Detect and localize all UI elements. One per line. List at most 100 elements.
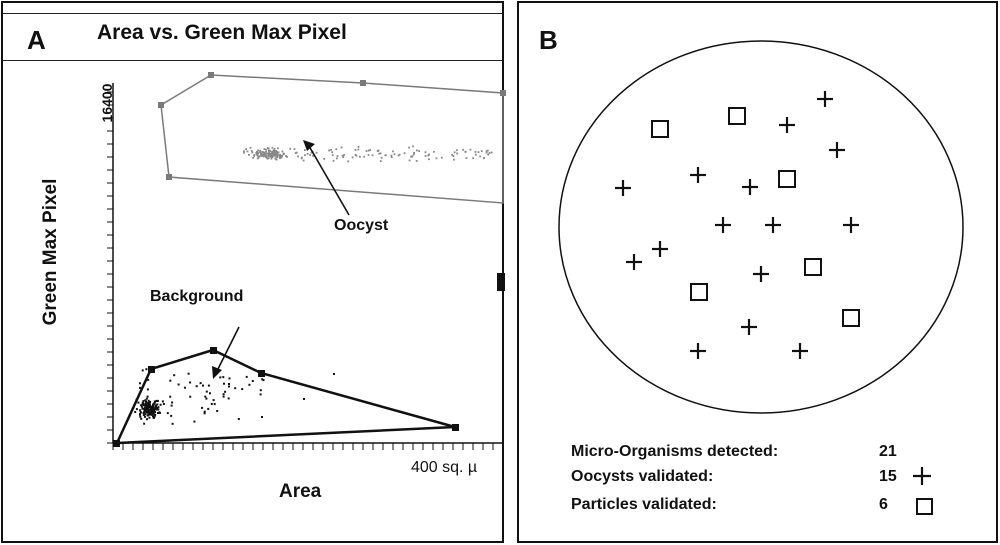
oocyst-point <box>263 148 266 150</box>
background-point <box>203 410 206 413</box>
oocyst-point <box>271 151 273 154</box>
background-point <box>141 369 144 372</box>
oocyst-point <box>390 156 393 159</box>
oocyst-point <box>265 156 268 159</box>
background-point <box>142 400 145 403</box>
oocyst-plus-marker <box>626 254 642 270</box>
oocyst-plus-marker <box>690 343 706 359</box>
oocyst-point <box>397 154 400 157</box>
background-point <box>262 379 265 382</box>
background-point <box>202 384 204 387</box>
oocyst-point <box>371 154 374 157</box>
oocyst-point <box>354 153 357 156</box>
oocyst-point <box>462 148 464 151</box>
background-point <box>248 383 251 386</box>
oocyst-point <box>271 146 274 149</box>
oocyst-point <box>246 150 249 153</box>
background-point <box>150 413 153 416</box>
oocyst-plus-marker <box>753 266 769 282</box>
y-axis-ticks <box>107 91 113 444</box>
particle-square-marker <box>778 170 796 188</box>
oocyst-point <box>282 153 285 156</box>
oocyst-point <box>250 150 253 152</box>
oocyst-point <box>281 150 284 153</box>
background-point <box>259 389 262 392</box>
background-point <box>219 376 222 379</box>
oocyst-plus-marker <box>741 319 757 335</box>
oocyst-point <box>273 153 276 156</box>
oocyst-point <box>268 152 271 155</box>
oocyst-point <box>297 155 299 158</box>
oocyst-plus-marker <box>829 142 845 158</box>
background-point <box>149 409 152 412</box>
background-point <box>154 411 157 414</box>
gate-handle <box>148 366 155 373</box>
x-axis-label: Area <box>279 481 322 502</box>
background-point <box>149 400 152 403</box>
oocyst-point <box>392 150 394 153</box>
background-point <box>144 404 147 406</box>
oocyst-point <box>293 148 296 150</box>
background-point <box>147 399 150 402</box>
background-point <box>171 401 174 404</box>
background-point <box>147 378 150 381</box>
background-point <box>261 378 264 381</box>
background-point <box>140 404 143 407</box>
background-point <box>234 387 237 390</box>
oocyst-point <box>428 158 430 161</box>
background-point <box>152 412 155 415</box>
oocyst-point <box>474 151 477 153</box>
background-point <box>161 400 164 403</box>
gate-handle <box>452 424 459 431</box>
background-point <box>144 406 146 409</box>
oocyst-point <box>488 152 491 154</box>
oocyst-point <box>271 152 273 155</box>
oocyst-point <box>268 151 271 154</box>
oocyst-point <box>248 154 250 156</box>
background-point <box>148 411 151 414</box>
oocyst-point <box>336 155 339 157</box>
background-point <box>135 408 138 411</box>
background-point <box>142 404 145 407</box>
oocyst-point <box>357 146 360 148</box>
background-point <box>155 400 158 402</box>
oocyst-point <box>285 155 287 157</box>
background-point <box>147 404 150 407</box>
background-point <box>148 406 151 409</box>
oocyst-point <box>276 152 279 154</box>
oocyst-point <box>412 153 415 156</box>
background-point <box>157 412 159 414</box>
background-point <box>204 395 207 398</box>
background-point <box>146 414 149 417</box>
oocyst-point <box>453 158 455 161</box>
particle-square-marker <box>651 120 669 138</box>
background-point <box>144 415 146 418</box>
oocyst-markers <box>615 91 859 359</box>
oocyst-point <box>485 151 488 154</box>
oocyst-arrowhead <box>303 140 315 151</box>
oocyst-point <box>277 154 280 156</box>
background-point <box>216 410 219 412</box>
particle-square-marker <box>842 309 860 327</box>
oocyst-point <box>328 149 330 152</box>
background-point <box>146 388 149 391</box>
background-point <box>237 418 240 420</box>
background-point <box>143 408 146 410</box>
background-point <box>137 401 140 404</box>
background-point <box>139 382 141 385</box>
oocyst-point <box>302 159 305 162</box>
oocyst-point <box>279 155 281 158</box>
panel-a-scatter-plot: A Area vs. Green Max Pixel <box>1 1 506 543</box>
oocyst-point <box>252 156 254 159</box>
background-point <box>207 384 210 387</box>
background-point <box>149 405 152 408</box>
well-view <box>558 40 964 515</box>
oocyst-plus-marker <box>690 167 706 183</box>
background-point <box>146 407 148 410</box>
oocyst-point <box>490 151 493 154</box>
oocyst-point <box>357 148 360 151</box>
scroll-thumb[interactable] <box>497 273 505 291</box>
oocyst-point <box>343 154 346 156</box>
oocyst-point <box>243 150 245 153</box>
oocyst-point <box>273 152 276 155</box>
